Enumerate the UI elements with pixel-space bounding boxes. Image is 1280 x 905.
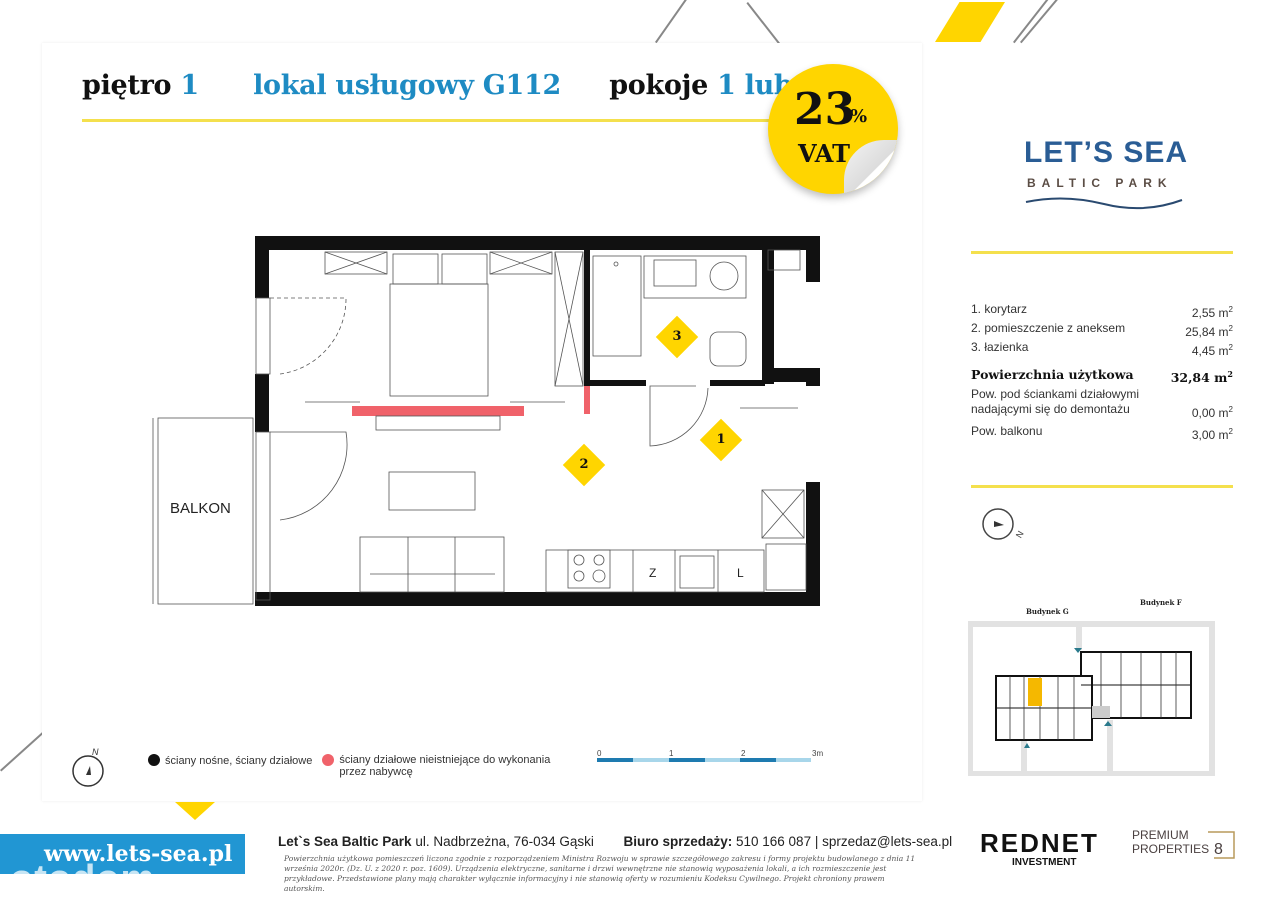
logo-subtitle: BALTIC PARK <box>1027 176 1173 190</box>
website-link[interactable]: www.lets-sea.pl <box>0 834 245 874</box>
footer-contact: Let`s Sea Baltic Park ul. Nadbrzeżna, 76… <box>278 834 953 849</box>
logo-title: LET’S SEA <box>1024 136 1189 169</box>
scale-bar <box>597 758 811 762</box>
floor-value: 1 <box>180 70 199 101</box>
decor-yellow-shape <box>175 802 215 820</box>
sales-phone[interactable]: 510 166 087 <box>732 834 812 849</box>
unit-highlight <box>1028 678 1042 706</box>
decor-line <box>655 0 692 44</box>
company-name: Let`s Sea Baltic Park <box>278 834 412 849</box>
washer-label: L <box>737 566 744 580</box>
svg-text:8: 8 <box>1214 841 1223 858</box>
divider <box>971 485 1233 488</box>
black-dot-icon <box>148 754 160 766</box>
balcony-label: BALKON <box>170 500 231 517</box>
header-divider <box>82 119 772 122</box>
red-dot-icon <box>322 754 335 766</box>
floor-plan <box>152 236 820 606</box>
otodom-watermark: otodom <box>10 858 156 900</box>
legend-item-partitions: ściany działowe nieistniejące do wykonan… <box>322 754 550 778</box>
rednet-sub: INVESTMENT <box>1012 857 1077 868</box>
floor-plan-card <box>42 43 922 801</box>
svg-text:N: N <box>1014 529 1026 540</box>
decor-yellow-shape <box>935 2 1005 42</box>
rednet-logo: REDNET <box>980 828 1099 858</box>
decor-line <box>0 729 46 772</box>
rooms-label: pokoje <box>609 70 708 101</box>
premium-properties-icon: 8 <box>1208 831 1235 859</box>
vat-number: 23 <box>794 84 856 135</box>
legend-item-walls: ściany nośne, ściany działowe <box>148 754 312 778</box>
sales-email[interactable]: sprzedaz@lets-sea.pl <box>822 834 953 849</box>
vat-percent: % <box>850 106 868 127</box>
vat-label: VAT <box>798 139 850 168</box>
compass-icon: N <box>982 508 1026 540</box>
area-row: Pow. pod ściankami działowymi <box>971 387 1140 402</box>
vat-badge: 23 % VAT <box>768 64 898 194</box>
floor-label: piętro <box>82 70 172 101</box>
building-g-label: Budynek G <box>1026 607 1069 616</box>
legend: ściany nośne, ściany działowe ściany dzi… <box>148 754 550 778</box>
sticker-curl-icon <box>844 140 898 194</box>
building-f-label: Budynek F <box>1140 598 1182 607</box>
company-address: ul. Nadbrzeżna, 76-034 Gąski <box>411 834 594 849</box>
north-arrow-icon: N <box>72 747 104 787</box>
unit-label: lokal usługowy G112 <box>253 70 561 101</box>
divider <box>971 251 1233 254</box>
site-map <box>968 621 1215 776</box>
decor-line <box>1013 0 1052 44</box>
svg-text:N: N <box>92 747 99 757</box>
wave-icon <box>1025 197 1183 210</box>
fridge-label: Z <box>649 566 657 580</box>
page-title: piętro 1 lokal usługowy G112 pokoje 1 lu… <box>82 70 820 101</box>
sales-label: Biuro sprzedaży: <box>623 834 733 849</box>
disclaimer: Powierzchnia użytkowa pomieszczeń liczon… <box>284 854 916 893</box>
premium-properties-logo: PREMIUM PROPERTIES <box>1132 828 1210 856</box>
